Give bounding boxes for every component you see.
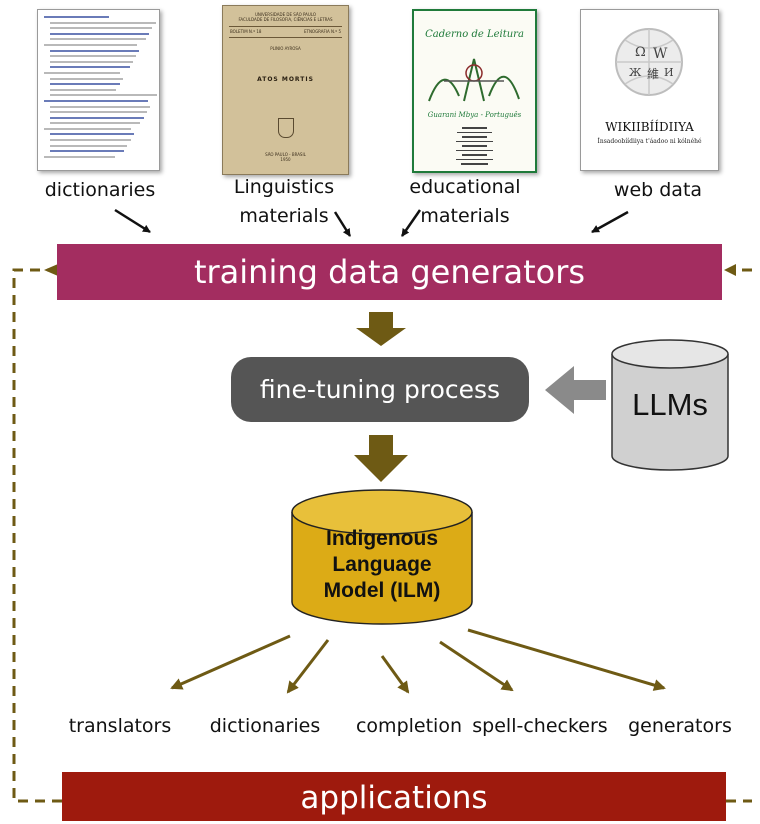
edu-credit-line (456, 140, 493, 142)
arrow-dictionaries (114, 208, 151, 234)
arrow-educational (400, 209, 422, 237)
dictionary-text-line (50, 32, 150, 35)
dictionary-text-line (44, 127, 132, 130)
dictionary-text-line (50, 116, 144, 119)
arrow-to-completion (380, 655, 410, 694)
ilm-label-line: Model (ILM) (324, 579, 441, 602)
app-translators: translators (68, 715, 172, 737)
edu-credit-line (461, 163, 488, 165)
applications-bar: applications (62, 772, 726, 821)
thumbnail-wikipedia: Ω W Ж 維 И WIKIIBÍÍDIIYA Ínsadoobíídiiya … (580, 9, 719, 171)
ling-header: UNIVERSIDADE DE SÃO PAULO FACULDADE DE F… (238, 12, 333, 22)
app-completion: completion (355, 715, 462, 737)
dictionary-text-line (50, 77, 124, 80)
llms-cylinder (611, 339, 729, 471)
source-label-dictionaries: dictionaries (44, 179, 156, 201)
dictionary-text-line (50, 88, 117, 91)
ling-author: PLINIO AYROSA (270, 46, 301, 51)
dictionary-text-line (50, 94, 157, 97)
arrow-to-dictionaries (286, 639, 330, 694)
wiki-title: WIKIIBÍÍDIIYA (605, 120, 694, 134)
wiki-glyph-4: 維 (647, 67, 659, 81)
dictionary-text-line (44, 43, 137, 46)
edu-credit-line (462, 136, 487, 138)
training-data-generators-bar: training data generators (57, 244, 722, 300)
ling-title: ATOS MORTIS (257, 76, 314, 83)
edu-credit-line (461, 145, 488, 147)
dictionary-text-line (50, 105, 151, 108)
dictionary-text-line (50, 83, 120, 86)
edu-credit-line (456, 149, 493, 151)
dictionary-text-line (44, 155, 115, 158)
edu-credit-line (455, 158, 494, 160)
feedback-loop-left (12, 268, 62, 803)
feedback-loop-right (726, 268, 752, 803)
wiki-glyph-3: Ж (629, 66, 642, 79)
wikipedia-globe: Ω W Ж 維 И (615, 28, 683, 96)
dictionary-text-line (44, 16, 110, 18)
ling-series: ETNOGRAFIA N.º 5 (303, 29, 341, 34)
fine-tuning-label: fine-tuning process (259, 375, 501, 404)
feedback-loop-left-head (44, 264, 58, 276)
dictionary-text-line (44, 99, 148, 102)
arrow-web-data (591, 210, 629, 234)
dictionary-text-line (50, 66, 130, 69)
dictionary-text-line (50, 139, 131, 142)
fine-tuning-box (231, 357, 529, 422)
edu-credit-line (456, 131, 493, 133)
down-arrow-1 (356, 312, 406, 346)
dictionary-text-line (44, 71, 121, 74)
dictionary-text-line (50, 55, 137, 58)
dictionary-text-lines (44, 16, 157, 164)
dictionary-text-line (50, 111, 147, 114)
source-label-linguistics: Linguistics materials (233, 176, 335, 227)
arrow-linguistics (333, 211, 352, 237)
wiki-glyph-2: W (653, 46, 668, 62)
down-arrow-2 (354, 435, 408, 482)
dictionary-text-line (50, 144, 128, 147)
thumbnail-educational-booklet: Caderno de Leitura Guarani Mbya - Portug… (412, 9, 537, 173)
ling-emblem (278, 118, 294, 138)
dictionary-text-line (50, 122, 141, 125)
edu-title: Caderno de Leitura (425, 29, 524, 40)
wiki-glyph-5: И (664, 66, 674, 79)
thumbnail-linguistics-book: UNIVERSIDADE DE SÃO PAULO FACULDADE DE F… (222, 5, 349, 175)
wiki-tagline: Ínsadoobíídiiya t'áadoo ni kólnéhé (597, 138, 702, 145)
applications-label: applications (300, 780, 488, 816)
source-label-web-data: web data (613, 179, 703, 201)
llms-label: LLMs (632, 387, 708, 422)
ilm-label-line: Indigenous (326, 527, 438, 550)
arrow-to-spell-checkers (439, 640, 514, 692)
dictionary-text-line (50, 60, 133, 63)
edu-illustration (428, 58, 520, 102)
ling-bulletin: BOLETIM N.º 18 (230, 29, 262, 34)
dictionary-text-line (50, 49, 140, 52)
dictionary-text-line (50, 133, 134, 136)
ilm-label-line: Language (332, 553, 431, 576)
arrow-to-translators (170, 634, 291, 690)
dictionary-text-line (50, 27, 153, 30)
wiki-glyph-1: Ω (635, 45, 646, 60)
edu-credit-line (462, 127, 487, 129)
training-data-generators-label: training data generators (193, 253, 586, 291)
app-spell-checkers: spell-checkers (472, 715, 608, 737)
dictionary-text-line (50, 150, 125, 153)
thumbnail-dictionary-page (37, 9, 160, 171)
edu-subtitle: Guarani Mbya - Português (427, 111, 522, 119)
app-generators: generators (628, 715, 732, 737)
arrow-to-generators (467, 628, 666, 691)
feedback-loop-right-head (724, 264, 736, 276)
dictionary-text-line (50, 38, 146, 41)
source-label-educational: educational materials (409, 176, 521, 227)
app-dictionaries: dictionaries (209, 715, 321, 737)
llm-feed-arrow (545, 366, 606, 414)
ilm-cylinder (291, 489, 473, 625)
edu-credit-line (461, 154, 488, 156)
ling-footer: SÃO PAULO - BRASIL 1950 (265, 152, 306, 162)
dictionary-text-line (50, 21, 156, 24)
edu-credit-lines (450, 127, 499, 165)
